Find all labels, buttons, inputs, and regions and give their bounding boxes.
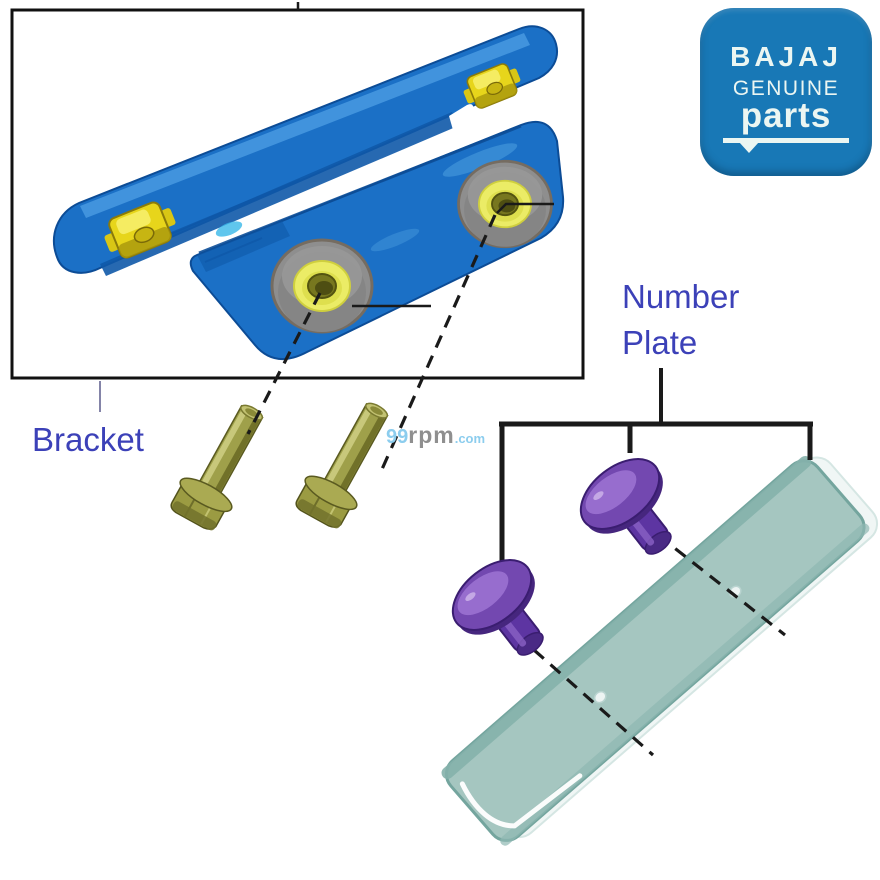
bolt-right-icon: [295, 402, 389, 529]
plate-hole: [593, 690, 607, 704]
bajaj-logo-parts-text: parts: [740, 96, 832, 135]
clip-nut-right-icon: [463, 63, 521, 109]
watermark-com: .com: [454, 431, 486, 446]
watermark: 99rpm.com: [386, 422, 485, 449]
rivet-lower-icon: [451, 559, 544, 656]
bracket-label: Bracket: [32, 421, 144, 458]
number-plate-callout-comb: [499, 368, 813, 564]
leader-line-right-grommet: [496, 202, 554, 214]
watermark-rpm: rpm: [408, 422, 455, 448]
dashed-line-right-bolt: [377, 214, 497, 477]
rivet-upper-icon: [579, 458, 672, 555]
dashed-line-left-bolt: [246, 292, 322, 435]
bracket-bar: [53, 25, 558, 274]
bracket-illustration: [53, 25, 565, 360]
dashed-line-upper-rivet: [657, 533, 786, 637]
bolt-left-icon: [170, 404, 264, 531]
grommet-left-icon: [270, 238, 374, 334]
bajaj-logo: BAJAJ GENUINE parts: [700, 8, 872, 176]
bajaj-logo-underline: [723, 138, 849, 153]
clip-nut-left-icon: [104, 201, 176, 259]
bajaj-logo-genuine-text: GENUINE: [732, 77, 840, 100]
bajaj-logo-brand-text: BAJAJ: [730, 41, 842, 72]
number-plate-label: Number Plate: [622, 278, 740, 362]
dashed-line-lower-rivet: [532, 648, 655, 757]
number-plate-illustration: [441, 455, 879, 846]
watermark-num: 99: [386, 426, 409, 448]
bracket-notch: [449, 104, 477, 139]
